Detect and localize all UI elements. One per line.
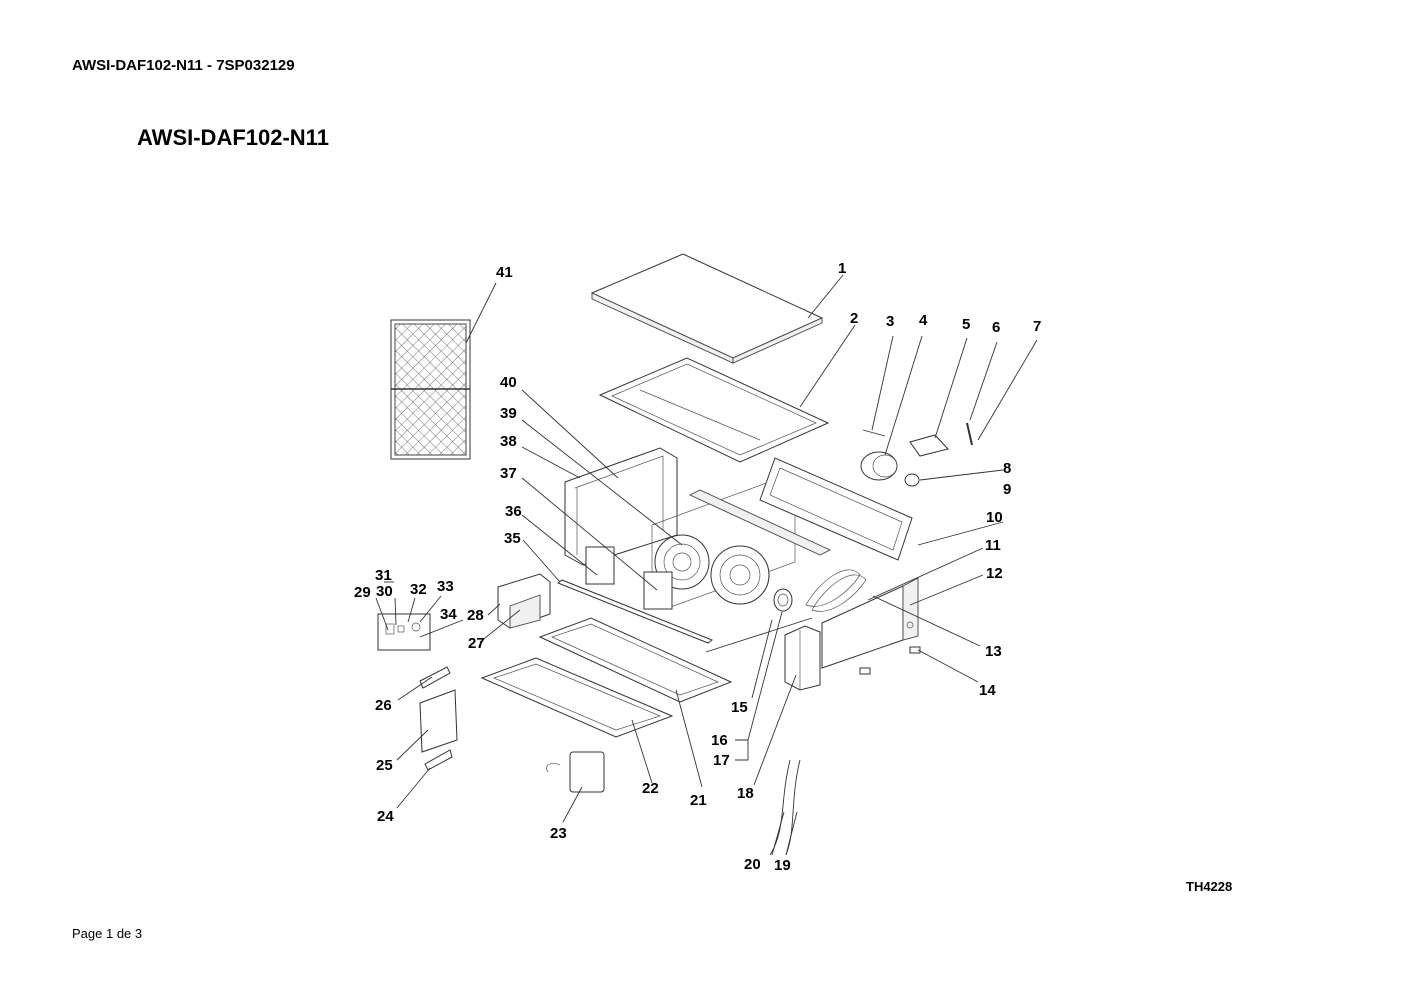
callout-36: 36	[505, 503, 522, 520]
callout-32: 32	[410, 581, 427, 598]
page-title: AWSI-DAF102-N11	[137, 125, 329, 150]
part-pulley	[904, 473, 920, 487]
callout-7: 7	[1033, 318, 1041, 335]
callout-3: 3	[886, 313, 894, 330]
part-drain-panel	[821, 577, 919, 669]
part-motor-bracket	[909, 434, 949, 457]
callout-33: 33	[437, 578, 454, 595]
callout-18: 18	[737, 785, 754, 802]
document-header: AWSI-DAF102-N11 - 7SP032129	[72, 57, 295, 74]
callout-39: 39	[500, 405, 517, 422]
part-bracket	[784, 625, 821, 691]
callout-35: 35	[504, 530, 521, 547]
callout-34: 34	[440, 606, 457, 623]
callout-10: 10	[986, 509, 1003, 526]
callout-14: 14	[979, 682, 996, 699]
callout-29: 29	[354, 584, 371, 601]
part-plate	[585, 546, 615, 585]
callout-26: 26	[375, 697, 392, 714]
page-number: Page 1 de 3	[72, 926, 143, 941]
callout-37: 37	[500, 465, 517, 482]
callout-17: 17	[713, 752, 730, 769]
part-motor	[860, 429, 898, 481]
part-clip-2	[859, 667, 871, 675]
callout-13: 13	[985, 643, 1002, 660]
callout-28: 28	[467, 607, 484, 624]
callout-31: 31	[375, 567, 392, 584]
part-casing	[564, 447, 678, 566]
part-drain-tray-upper	[538, 617, 733, 703]
callout-30: 30	[376, 583, 393, 600]
callout-5: 5	[962, 316, 970, 333]
leader-lines	[375, 274, 1038, 856]
part-ring	[773, 588, 793, 612]
callout-24: 24	[377, 808, 394, 825]
part-foot	[424, 749, 453, 771]
callout-22: 22	[642, 780, 659, 797]
part-coil	[805, 569, 867, 612]
part-sensor	[546, 751, 605, 793]
part-electric-box	[497, 573, 551, 629]
callout-20: 20	[744, 856, 761, 873]
part-rail	[556, 579, 714, 644]
callout-19: 19	[774, 857, 791, 874]
callout-2: 2	[850, 310, 858, 327]
part-frame	[598, 357, 830, 463]
callout-27: 27	[468, 635, 485, 652]
callout-40: 40	[500, 374, 517, 391]
part-drain-tray-lower	[480, 657, 674, 738]
part-filter	[390, 319, 471, 460]
callout-11: 11	[985, 537, 1001, 554]
part-plate-2	[643, 571, 673, 610]
callout-12: 12	[986, 565, 1003, 582]
callout-15: 15	[731, 699, 748, 716]
part-cover-small	[419, 666, 451, 689]
drawing-code: TH4228	[1186, 879, 1233, 894]
part-side-frame	[688, 457, 913, 561]
part-top-panel	[590, 253, 824, 364]
callout-9: 9	[1003, 481, 1011, 498]
callout-23: 23	[550, 825, 567, 842]
callout-38: 38	[500, 433, 517, 450]
callout-4: 4	[919, 312, 928, 329]
callout-25: 25	[376, 757, 393, 774]
callout-labels: 1 2 3 4 5 6 7 8 9 10 11 12 13 14 15 16 1…	[354, 260, 1041, 874]
part-clip	[909, 646, 921, 654]
callout-41: 41	[496, 264, 513, 281]
callout-21: 21	[690, 792, 707, 809]
callout-16: 16	[711, 732, 728, 749]
callout-6: 6	[992, 319, 1000, 336]
callout-8: 8	[1003, 460, 1011, 477]
part-side-panel	[419, 689, 458, 753]
callout-1: 1	[838, 260, 846, 277]
